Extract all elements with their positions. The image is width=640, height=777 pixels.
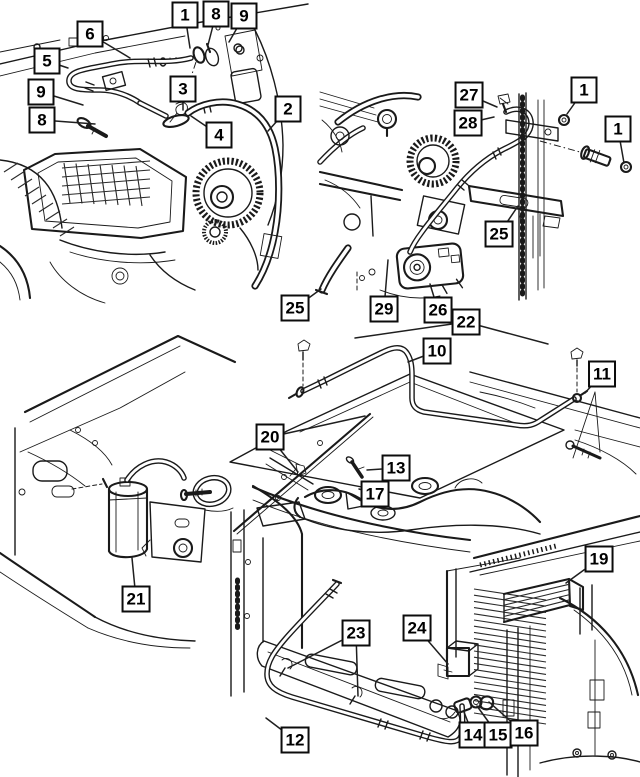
callout-25[interactable]: 25 [484, 220, 514, 248]
view-engine-front [0, 3, 309, 304]
liquid-line-12 [264, 578, 466, 745]
suction-line-2 [184, 98, 283, 290]
callout-3[interactable]: 3 [169, 75, 197, 103]
callout-1[interactable]: 1 [171, 1, 199, 29]
callout-12[interactable]: 12 [280, 726, 310, 754]
callout-15[interactable]: 15 [483, 721, 513, 749]
callout-21[interactable]: 21 [121, 585, 151, 613]
callout-9[interactable]: 9 [27, 78, 55, 106]
callout-6[interactable]: 6 [76, 20, 104, 48]
tube-clip-right-11 [570, 347, 584, 393]
mounting-bracket-25 [467, 184, 565, 229]
callout-8[interactable]: 8 [28, 106, 56, 134]
radiator [445, 557, 521, 660]
callout-20[interactable]: 20 [255, 423, 285, 451]
callout-29[interactable]: 29 [369, 295, 399, 323]
callout-11[interactable]: 11 [588, 360, 616, 388]
condenser-fittings [438, 695, 495, 720]
callout-24[interactable]: 24 [402, 614, 432, 642]
cooler-19 [502, 577, 593, 635]
view-engine-side [314, 91, 633, 301]
air-duct [0, 159, 75, 237]
ac-compressor [395, 242, 465, 295]
callout-10[interactable]: 10 [422, 337, 452, 365]
callout-1[interactable]: 1 [604, 115, 632, 143]
line-clip-23b [349, 686, 363, 705]
hose-clip-27 [497, 93, 511, 114]
tube-clip-left [297, 339, 311, 387]
callout-19[interactable]: 19 [584, 545, 614, 573]
view-accumulator [0, 334, 237, 649]
wedge-17 [345, 491, 369, 510]
callout-23[interactable]: 23 [341, 619, 371, 647]
accumulator-bracket [141, 501, 206, 563]
accumulator-drier [107, 477, 149, 559]
stud-13 [345, 456, 365, 479]
stud-bolt [76, 117, 108, 138]
callout-13[interactable]: 13 [381, 454, 411, 482]
callout-28[interactable]: 28 [453, 109, 483, 137]
callout-9[interactable]: 9 [230, 2, 258, 30]
callout-2[interactable]: 2 [274, 95, 302, 123]
callout-4[interactable]: 4 [205, 121, 233, 149]
callout-22[interactable]: 22 [451, 308, 481, 336]
valve-cap-3 [169, 101, 188, 123]
suction-line-28 [407, 106, 534, 255]
callout-16[interactable]: 16 [509, 719, 539, 747]
view-cowl-tube [229, 339, 640, 535]
generator [192, 157, 264, 245]
suction-tube-10 [287, 345, 589, 429]
callout-26[interactable]: 26 [423, 296, 453, 324]
bumper-bar [256, 640, 461, 738]
mounting-bolt-and-nuts [539, 113, 633, 174]
callout-8[interactable]: 8 [202, 0, 230, 28]
callout-25[interactable]: 25 [280, 294, 310, 322]
line-clip-23a [279, 658, 293, 677]
callout-5[interactable]: 5 [33, 47, 61, 75]
callout-1[interactable]: 1 [570, 76, 598, 104]
engine-cover [22, 147, 188, 240]
callout-27[interactable]: 27 [454, 81, 484, 109]
callout-17[interactable]: 17 [360, 480, 390, 508]
discharge-line-5 [66, 55, 194, 106]
